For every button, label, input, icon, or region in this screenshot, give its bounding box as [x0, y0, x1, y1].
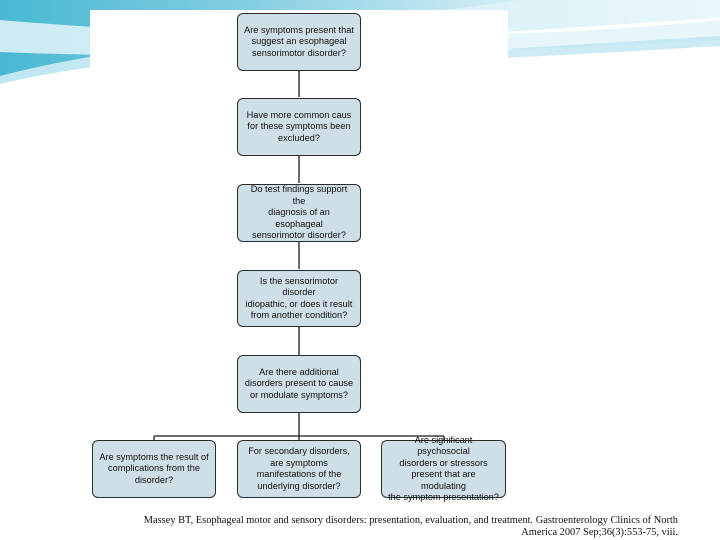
node-text: For secondary disorders, are symptoms ma…: [248, 446, 350, 491]
citation: Massey BT, Esophageal motor and sensory …: [78, 515, 678, 539]
node-text: Is the sensorimotor disorder idiopathic,…: [245, 275, 353, 321]
flowchart-node-q6b: For secondary disorders, are symptoms ma…: [237, 440, 361, 498]
node-text: Do test findings support the diagnosis o…: [250, 184, 348, 241]
node-text: Are there additional disorders present t…: [244, 366, 354, 400]
flowchart-node-q3: Do test findings support the diagnosis o…: [237, 184, 361, 242]
node-text: Are symptoms the result of complications…: [99, 451, 209, 485]
citation-line-2: America 2007 Sep;36(3):553-75, viii.: [521, 527, 678, 538]
flowchart-node-q6c: Are significant psychosocial disorders o…: [381, 435, 506, 502]
node-text: Are symptoms present that suggest an eso…: [244, 24, 354, 58]
node-text: Are significant psychosocial disorders o…: [388, 434, 499, 503]
flowchart-node-q4: Is the sensorimotor disorder idiopathic,…: [237, 270, 361, 327]
flowchart-node-q6a: Are symptoms the result of complications…: [92, 440, 216, 498]
citation-line-1: Massey BT, Esophageal motor and sensory …: [143, 515, 678, 526]
flowchart-node-q5: Are there additional disorders present t…: [237, 355, 361, 413]
flowchart-node-q2: Have more common caus for these symptoms…: [237, 98, 361, 156]
node-text: Have more common caus for these symptoms…: [246, 109, 352, 143]
flowchart-node-q1: Are symptoms present that suggest an eso…: [237, 13, 361, 71]
